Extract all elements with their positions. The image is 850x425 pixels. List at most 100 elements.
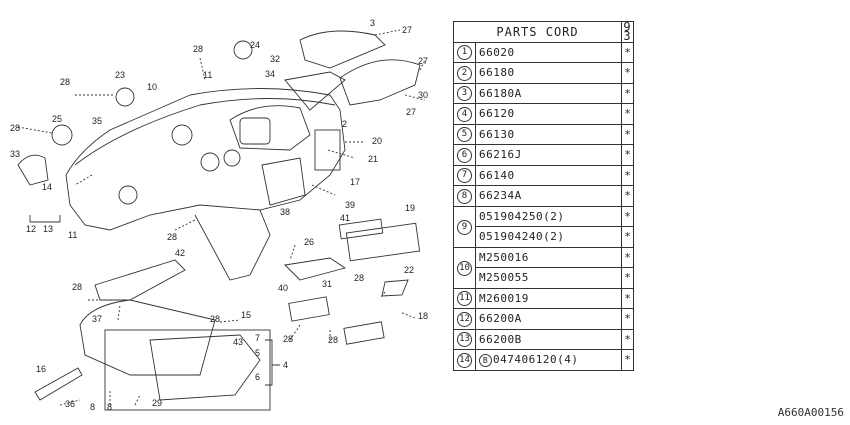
callout: 11 [203, 70, 212, 80]
callout: 43 [233, 337, 243, 347]
callout: 39 [345, 200, 355, 210]
center-vent-right [223, 149, 241, 167]
applicability-mark: * [621, 185, 634, 207]
callout: 28 [60, 77, 70, 87]
callout: 24 [250, 40, 260, 50]
ref-number: 12 [457, 311, 472, 327]
upper-vent [171, 124, 193, 146]
bolt-prefix-icon: B [479, 353, 492, 367]
meter-visor [339, 59, 421, 106]
callout: 14 [42, 182, 52, 192]
applicability-mark: * [621, 246, 634, 268]
callout: 6 [255, 372, 260, 382]
connector-22 [381, 279, 409, 297]
callout: 30 [418, 90, 428, 100]
leader-lines [17, 29, 426, 406]
bracket-18 [343, 321, 385, 345]
table-row: 051904240(2)* [454, 226, 634, 248]
applicability-mark: * [621, 287, 634, 309]
left-vent-25 [51, 124, 73, 146]
callout: 16 [36, 364, 46, 374]
callout: 23 [115, 70, 125, 80]
callout: 37 [92, 314, 102, 324]
bracket-31 [288, 296, 330, 322]
part-code-cell: 66180 [475, 62, 622, 84]
callout: 28 [328, 335, 338, 345]
table-header: PARTS CORD [453, 21, 622, 43]
ref-number-cell: 1 [453, 41, 476, 63]
header-digit: 3 [623, 28, 632, 43]
ref-number-cell: 6 [453, 144, 476, 166]
ref-number-cell: 8 [453, 185, 476, 207]
part-code-cell: 66020 [475, 41, 622, 63]
side-vent-left [118, 185, 138, 205]
applicability-mark: * [621, 349, 634, 371]
callout: 13 [43, 224, 53, 234]
callout-labels: 3 27 28 24 32 11 34 28 23 10 27 30 27 35… [10, 18, 428, 412]
trim-strip-16 [34, 367, 83, 401]
ref-number: 9 [457, 219, 472, 235]
part-code-cell: 66200A [475, 308, 622, 330]
callout: 11 [68, 230, 77, 240]
callout: 28 [193, 44, 203, 54]
ref-number-cell: 13 [453, 328, 476, 350]
applicability-mark: * [621, 164, 634, 186]
center-bracket [284, 257, 347, 281]
glove-box [79, 299, 216, 376]
applicability-mark: * [621, 144, 634, 166]
callout: 31 [322, 279, 332, 289]
ref-number-cell: 3 [453, 82, 476, 104]
callout: 8 [90, 402, 95, 412]
ref-number: 3 [457, 86, 472, 102]
applicability-mark: * [621, 62, 634, 84]
ref-number-cell: 11 [453, 287, 476, 309]
callout: 29 [152, 398, 162, 408]
ref-number: 6 [457, 147, 472, 163]
lower-bracket [194, 209, 271, 281]
part-code-cell: M250055 [475, 267, 622, 289]
callout: 3 [370, 18, 375, 28]
part-code-cell: 66130 [475, 123, 622, 145]
applicability-mark: * [621, 41, 634, 63]
callout: 21 [368, 154, 378, 164]
callout: 26 [304, 237, 314, 247]
part-code: 66020 [479, 45, 515, 59]
callout: 28 [72, 282, 82, 292]
part-code: 66130 [479, 127, 515, 141]
applicability-mark: * [621, 123, 634, 145]
instrument-hood [229, 105, 311, 151]
bracket-4 [265, 339, 280, 386]
applicability-mark: * [621, 226, 634, 248]
applicability-mark: * [621, 328, 634, 350]
callout: 22 [404, 265, 414, 275]
applicability-mark: * [621, 308, 634, 330]
part-code-cell: 66140 [475, 164, 622, 186]
glove-box-lid [149, 334, 261, 401]
ref-number-cell: 12 [453, 308, 476, 330]
part-code-cell: 051904240(2) [475, 226, 622, 248]
ref-number: 2 [457, 65, 472, 81]
table-header-year: 9 3 [621, 21, 634, 43]
ref-number-cell: 5 [453, 123, 476, 145]
instrument-window [239, 117, 271, 145]
part-code: 66180 [479, 66, 515, 80]
panel-41 [338, 218, 384, 240]
applicability-mark: * [621, 205, 634, 227]
dashboard-panel [65, 88, 346, 231]
callout: 15 [241, 310, 251, 320]
ref-number: 4 [457, 106, 472, 122]
ref-number-cell: 7 [453, 164, 476, 186]
part-code-cell: 051904250(2) [475, 205, 622, 227]
under-cover-42 [94, 259, 186, 301]
table-row: 2 66180 * [453, 62, 634, 84]
part-code: 66120 [479, 107, 515, 121]
